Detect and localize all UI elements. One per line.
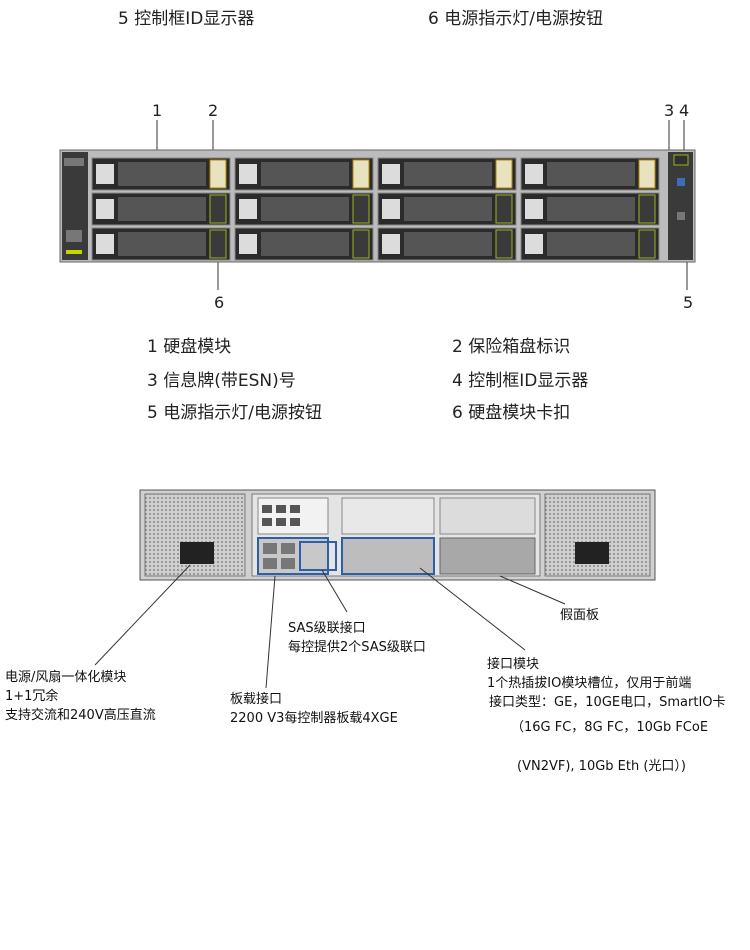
psu-label: 电源/风扇一体化模块 1+1冗余 支持交流和240V高压直流 (5, 670, 156, 723)
disk-latch (209, 194, 227, 224)
disk-handle (239, 199, 257, 219)
io-module-label: 接口模块 1个热插拔IO模块槽位，仅用于前端 接口类型：GE，10GE电口，Sm… (487, 657, 726, 774)
left-power-socket-icon (180, 542, 214, 564)
disk-vent (261, 197, 349, 221)
disk-handle (525, 164, 543, 184)
legend-item-4: 4 控制框ID显示器 (452, 371, 589, 391)
disk-latch (352, 194, 370, 224)
disk-vent (261, 162, 349, 186)
legend-item-1: 1 硬盘模块 (147, 337, 232, 357)
callout-3: 3 (664, 101, 675, 120)
legend-item-2: 2 保险箱盘标识 (452, 337, 571, 357)
disk-handle (382, 164, 400, 184)
disk-handle (382, 199, 400, 219)
disk-grid (91, 157, 660, 261)
disk-vent (118, 232, 206, 256)
mgmt-ports (262, 505, 300, 526)
disk-vent (404, 162, 492, 186)
leader-onboard (265, 575, 276, 689)
power-button-icon (677, 212, 685, 220)
sas-ports-box (299, 541, 337, 571)
disk-vent (404, 232, 492, 256)
brand-logo-icon (66, 230, 82, 242)
vault-disk-icon (638, 159, 656, 189)
disk-handle (239, 234, 257, 254)
disk-vent (118, 197, 206, 221)
leader-dummy (499, 575, 566, 605)
brand-logo-top (64, 158, 84, 166)
disk-latch (638, 229, 656, 259)
upper-dummy (439, 497, 536, 535)
disk-latch (209, 229, 227, 259)
disk-latch (352, 229, 370, 259)
sas-label: SAS级联接口 每控提供2个SAS级联口 (288, 621, 426, 655)
disk-latch (638, 194, 656, 224)
upper-slot (341, 497, 435, 535)
leader-psu (94, 564, 191, 666)
dummy-panel-label: 假面板 (560, 608, 600, 623)
disk-handle (382, 234, 400, 254)
mgmt-panel (257, 497, 329, 535)
disk-handle (96, 199, 114, 219)
right-power-socket-icon (575, 542, 609, 564)
disk-handle (525, 199, 543, 219)
disk-vent (547, 197, 635, 221)
disk-handle (239, 164, 257, 184)
dummy-panel-box (439, 537, 536, 575)
left-ear-stripe (66, 250, 82, 254)
disk-handle (525, 234, 543, 254)
onboard-label: 板载接口 2200 V3每控制器板载4XGE (230, 692, 398, 726)
disk-vent (547, 232, 635, 256)
callout-6: 6 (214, 293, 225, 312)
leader-sas (321, 569, 348, 613)
top-label-power-button: 6 电源指示灯/电源按钮 (428, 9, 603, 29)
disk-latch (495, 229, 513, 259)
info-indicator (677, 178, 685, 186)
disk-vent (547, 162, 635, 186)
legend-item-5: 5 电源指示灯/电源按钮 (147, 403, 322, 423)
vault-disk-icon (495, 159, 513, 189)
legend-item-6: 6 硬盘模块卡扣 (452, 403, 571, 423)
onboard-port-group (263, 543, 295, 569)
callout-5: 5 (683, 293, 694, 312)
legend-item-3: 3 信息牌(带ESN)号 (147, 371, 296, 391)
disk-handle (96, 164, 114, 184)
disk-vent (118, 162, 206, 186)
leader-io (419, 567, 526, 651)
right-ear (668, 152, 693, 260)
callout-1: 1 (152, 101, 163, 120)
disk-handle (96, 234, 114, 254)
callout-2: 2 (208, 101, 219, 120)
vault-disk-icon (209, 159, 227, 189)
top-label-id-display: 5 控制框ID显示器 (118, 9, 255, 29)
disk-latch (495, 194, 513, 224)
id-display (673, 154, 689, 166)
disk-vent (404, 197, 492, 221)
callout-4: 4 (679, 101, 690, 120)
disk-vent (261, 232, 349, 256)
vault-disk-icon (352, 159, 370, 189)
io-module-box (341, 537, 435, 575)
